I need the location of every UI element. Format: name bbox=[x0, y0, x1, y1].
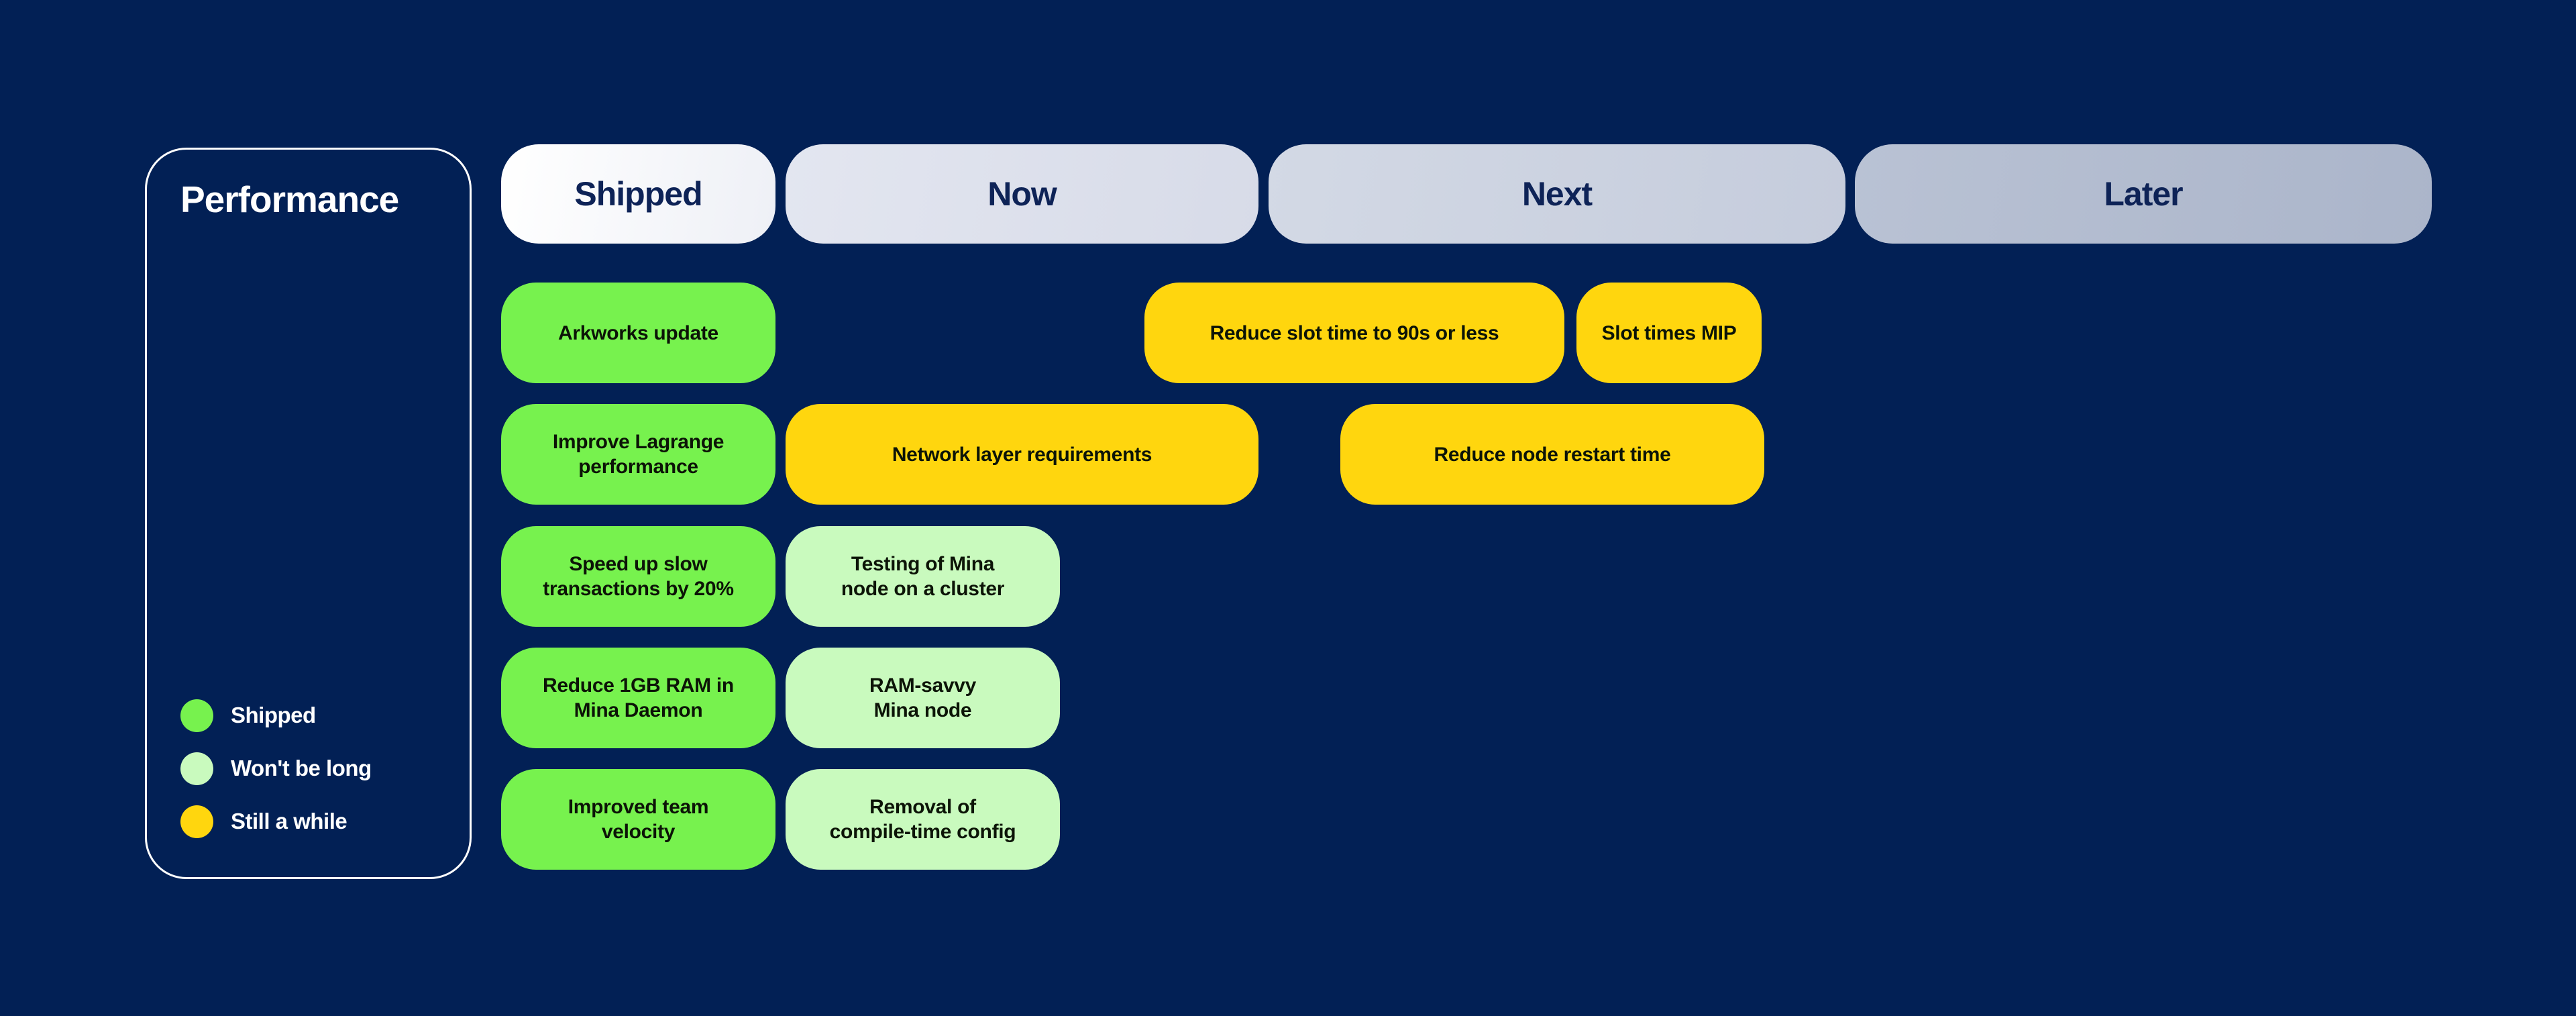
column-header-later: Later bbox=[1855, 144, 2432, 244]
shipped-dot-icon bbox=[180, 699, 213, 732]
wont-be-long-dot-icon bbox=[180, 752, 213, 785]
card-arkworks-update: Arkworks update bbox=[501, 283, 775, 383]
legend-item-shipped: Shipped bbox=[180, 699, 435, 732]
legend-label: Shipped bbox=[231, 703, 316, 727]
card-network-layer-requirements: Network layer requirements bbox=[786, 404, 1258, 505]
legend-item-still-a-while: Still a while bbox=[180, 805, 435, 838]
legend-item-wont-be-long: Won't be long bbox=[180, 752, 435, 785]
card-reduce-slot-time: Reduce slot time to 90s or less bbox=[1144, 283, 1564, 383]
card-improved-team-velocity: Improved team velocity bbox=[501, 769, 775, 870]
card-improve-lagrange: Improve Lagrange performance bbox=[501, 404, 775, 505]
card-speed-up-transactions: Speed up slow transactions by 20% bbox=[501, 526, 775, 627]
card-reduce-1gb-ram: Reduce 1GB RAM in Mina Daemon bbox=[501, 648, 775, 748]
legend-label: Won't be long bbox=[231, 756, 372, 780]
column-header-now: Now bbox=[786, 144, 1258, 244]
legend-label: Still a while bbox=[231, 809, 347, 833]
card-removal-compile-time-config: Removal of compile-time config bbox=[786, 769, 1060, 870]
card-slot-times-mip: Slot times MIP bbox=[1576, 283, 1762, 383]
category-panel: Performance Shipped Won't be long Still … bbox=[145, 148, 472, 879]
card-reduce-node-restart-time: Reduce node restart time bbox=[1340, 404, 1764, 505]
card-testing-mina-node-cluster: Testing of Mina node on a cluster bbox=[786, 526, 1060, 627]
card-ram-savvy-mina-node: RAM-savvy Mina node bbox=[786, 648, 1060, 748]
legend: Shipped Won't be long Still a while bbox=[180, 679, 435, 838]
page-title: Performance bbox=[180, 179, 399, 220]
column-header-next: Next bbox=[1269, 144, 1845, 244]
column-header-shipped: Shipped bbox=[501, 144, 775, 244]
still-a-while-dot-icon bbox=[180, 805, 213, 838]
